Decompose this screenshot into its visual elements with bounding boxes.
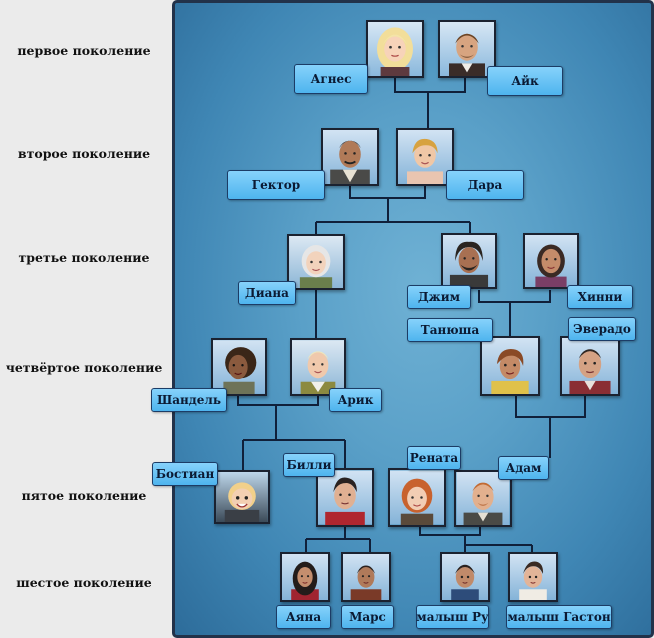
name-label-agnes[interactable]: Агнес [294, 64, 368, 94]
hector-avatar-icon [323, 130, 377, 184]
name-label-mars[interactable]: Марс [341, 605, 394, 629]
agnes-avatar-icon [368, 22, 422, 76]
name-label-malysh-gaston[interactable]: малыш Гастон [506, 605, 612, 629]
dara-avatar-icon [398, 130, 452, 184]
name-label-adam[interactable]: Адам [498, 456, 549, 480]
name-label-renata[interactable]: Рената [407, 446, 461, 470]
portrait-chandel[interactable] [211, 338, 267, 396]
connector-renata-adam [419, 527, 481, 536]
name-label-diana[interactable]: Диана [238, 281, 296, 305]
name-label-everado[interactable]: Эверадо [568, 317, 636, 341]
tanyusha-avatar-icon [482, 338, 538, 394]
portrait-ayana[interactable] [280, 552, 330, 602]
generation-label-4: четвёртое поколение [5, 360, 163, 375]
diana-avatar-icon [289, 236, 343, 288]
connector-jim-hinni [478, 290, 551, 303]
name-label-dara[interactable]: Дара [446, 170, 524, 200]
name-label-tanyusha[interactable]: Танюша [407, 318, 493, 342]
generation-label-6: шестое поколение [16, 575, 152, 590]
hinni-avatar-icon [525, 235, 577, 287]
portrait-arik[interactable] [290, 338, 346, 396]
portrait-bostian[interactable] [214, 470, 270, 524]
name-label-hector[interactable]: Гектор [227, 170, 325, 200]
name-label-ayana[interactable]: Аяна [276, 605, 331, 629]
everado-avatar-icon [562, 338, 618, 394]
connector-agnes-ike [394, 78, 466, 93]
connector-tanyusha-everado [515, 396, 586, 418]
portrait-jim[interactable] [441, 233, 497, 289]
portrait-everado[interactable] [560, 336, 620, 396]
renata-avatar-icon [390, 470, 444, 525]
arik-avatar-icon [292, 340, 344, 394]
generation-label-2: второе поколение [17, 146, 151, 161]
portrait-renata[interactable] [388, 468, 446, 527]
name-label-chandel[interactable]: Шандель [151, 388, 227, 412]
portrait-adam[interactable] [454, 470, 512, 527]
portrait-malysh-gaston[interactable] [508, 552, 558, 602]
bostian-avatar-icon [216, 472, 268, 522]
portrait-dara[interactable] [396, 128, 454, 186]
name-label-malysh-ru[interactable]: малыш Ру [416, 605, 489, 629]
portrait-diana[interactable] [287, 234, 345, 290]
name-label-bostian[interactable]: Бостиан [152, 462, 218, 486]
portrait-mars[interactable] [341, 552, 391, 602]
portrait-tanyusha[interactable] [480, 336, 540, 396]
mars-avatar-icon [343, 554, 389, 600]
ayana-avatar-icon [282, 554, 328, 600]
billi-avatar-icon [318, 470, 372, 525]
adam-avatar-icon [456, 472, 510, 525]
portrait-hector[interactable] [321, 128, 379, 186]
generation-label-3: третье поколение [18, 250, 150, 265]
ike-avatar-icon [440, 22, 494, 76]
connector-chandel-arik [237, 396, 319, 406]
generation-label-1: первое поколение [17, 43, 151, 58]
name-label-arik[interactable]: Арик [329, 388, 382, 412]
name-label-jim[interactable]: Джим [407, 285, 471, 309]
portrait-malysh-ru[interactable] [440, 552, 490, 602]
chandel-avatar-icon [213, 340, 265, 394]
portrait-hinni[interactable] [523, 233, 579, 289]
malysh-ru-avatar-icon [442, 554, 488, 600]
connector-hector-dara [349, 186, 426, 199]
name-label-ike[interactable]: Айк [487, 66, 563, 96]
generation-label-5: пятое поколение [21, 488, 147, 503]
name-label-hinni[interactable]: Хинни [567, 285, 633, 309]
portrait-billi[interactable] [316, 468, 374, 527]
malysh-gaston-avatar-icon [510, 554, 556, 600]
name-label-billi[interactable]: Билли [283, 453, 335, 477]
jim-avatar-icon [443, 235, 495, 287]
portrait-agnes[interactable] [366, 20, 424, 78]
portrait-ike[interactable] [438, 20, 496, 78]
